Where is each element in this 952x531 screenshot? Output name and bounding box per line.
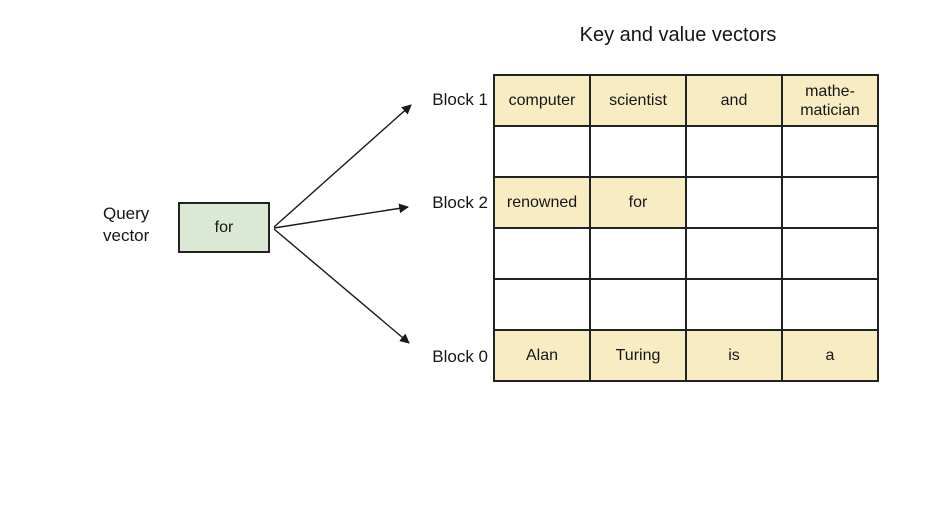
table-cell bbox=[493, 125, 591, 178]
table-cell bbox=[685, 278, 783, 331]
table-row: Alan Turing is a bbox=[493, 329, 879, 382]
table-cell bbox=[493, 227, 591, 280]
table-cell bbox=[685, 125, 783, 178]
block-1-label: Block 1 bbox=[432, 90, 488, 109]
table-cell bbox=[781, 227, 879, 280]
table-cell: computer bbox=[493, 74, 591, 127]
table-cell bbox=[493, 278, 591, 331]
block-2-label: Block 2 bbox=[432, 193, 488, 212]
arrow-to-block-1 bbox=[273, 104, 412, 228]
table-row bbox=[493, 278, 879, 331]
table-cell bbox=[685, 227, 783, 280]
table-cell: mathe- matician bbox=[781, 74, 879, 127]
table-cell: Turing bbox=[589, 329, 687, 382]
key-value-table: computer scientist and mathe- matician r… bbox=[493, 74, 879, 382]
table-cell bbox=[781, 125, 879, 178]
table-cell bbox=[781, 278, 879, 331]
query-vector-box: for bbox=[178, 202, 270, 253]
table-cell: and bbox=[685, 74, 783, 127]
table-cell: scientist bbox=[589, 74, 687, 127]
table-row: renowned for bbox=[493, 176, 879, 229]
table-cell: renowned bbox=[493, 176, 591, 229]
arrow-to-block-2 bbox=[273, 203, 409, 229]
table-cell: is bbox=[685, 329, 783, 382]
table-cell: for bbox=[589, 176, 687, 229]
query-vector-value: for bbox=[214, 218, 234, 236]
table-cell bbox=[589, 278, 687, 331]
table-cell bbox=[781, 176, 879, 229]
table-cell bbox=[685, 176, 783, 229]
query-vector-label: Query vector bbox=[103, 204, 150, 245]
table-cell: Alan bbox=[493, 329, 591, 382]
block-0-label: Block 0 bbox=[432, 347, 488, 366]
page-title: Key and value vectors bbox=[579, 24, 777, 46]
table-cell bbox=[589, 125, 687, 178]
table-cell bbox=[589, 227, 687, 280]
table-cell: a bbox=[781, 329, 879, 382]
table-row bbox=[493, 125, 879, 178]
arrow-to-block-0 bbox=[273, 228, 410, 344]
table-row bbox=[493, 227, 879, 280]
table-row: computer scientist and mathe- matician bbox=[493, 74, 879, 127]
